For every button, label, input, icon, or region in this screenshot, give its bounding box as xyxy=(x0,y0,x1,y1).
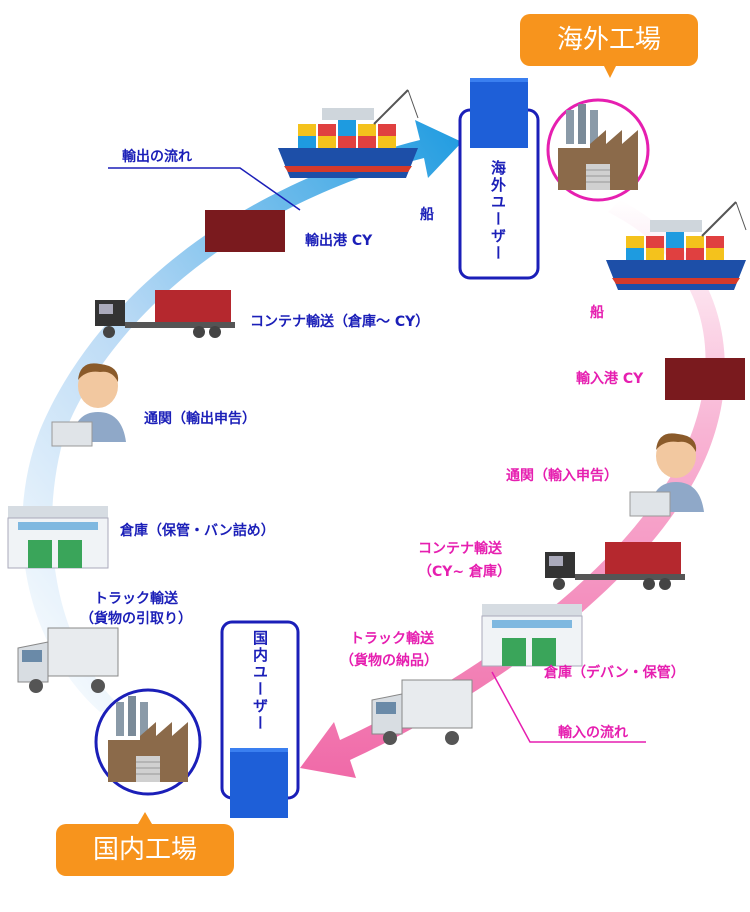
import-truck-icon xyxy=(371,679,473,746)
import-container-label: コンテナ輸送 xyxy=(418,541,502,557)
import-warehouse-label: 倉庫（デバン・保管） xyxy=(544,665,685,681)
import-container-truck-icon xyxy=(545,542,685,590)
overseas-factory-badge: 海外工場 xyxy=(520,14,698,66)
export-port-label: 輸出港 CY xyxy=(305,233,373,249)
domestic-building-icon xyxy=(230,748,288,818)
import-flow-callout-line xyxy=(491,671,646,743)
domestic-user-label: 国内ユーザー xyxy=(251,630,269,732)
import-port-container-icon xyxy=(665,358,745,400)
export-truck-sublabel: （貨物の引取り） xyxy=(80,611,192,627)
export-ship-icon xyxy=(277,89,419,179)
import-ship-label: 船 xyxy=(590,305,604,321)
overseas-building-icon xyxy=(470,78,528,148)
domestic-factory-badge: 国内工場 xyxy=(56,824,234,876)
import-port-label: 輸入港 CY xyxy=(576,371,644,387)
export-warehouse-label: 倉庫（保管・バン詰め） xyxy=(120,523,275,539)
export-port-container-icon xyxy=(205,210,285,252)
import-truck-label: トラック輸送 xyxy=(350,631,434,647)
export-ship-label: 船 xyxy=(420,207,434,223)
import-container-sublabel: （CY~ 倉庫） xyxy=(418,564,512,580)
export-container-label: コンテナ輸送（倉庫～ CY） xyxy=(250,314,430,330)
import-customs-label: 通関（輸入申告） xyxy=(506,468,618,484)
overseas-badge-pointer xyxy=(604,66,616,78)
domestic-badge-pointer xyxy=(138,812,152,824)
export-truck-icon xyxy=(17,627,119,694)
import-warehouse-icon xyxy=(481,603,583,667)
export-truck-label: トラック輸送 xyxy=(94,591,178,607)
export-flow-title: 輸出の流れ xyxy=(122,149,192,165)
export-customs-label: 通関（輸出申告） xyxy=(144,411,256,427)
import-truck-sublabel: （貨物の納品） xyxy=(340,653,438,669)
export-flow-callout-line xyxy=(108,167,301,211)
export-warehouse-icon xyxy=(7,505,109,569)
import-flow-title: 輸入の流れ xyxy=(558,725,628,741)
overseas-user-label: 海外ユーザー xyxy=(489,160,507,262)
